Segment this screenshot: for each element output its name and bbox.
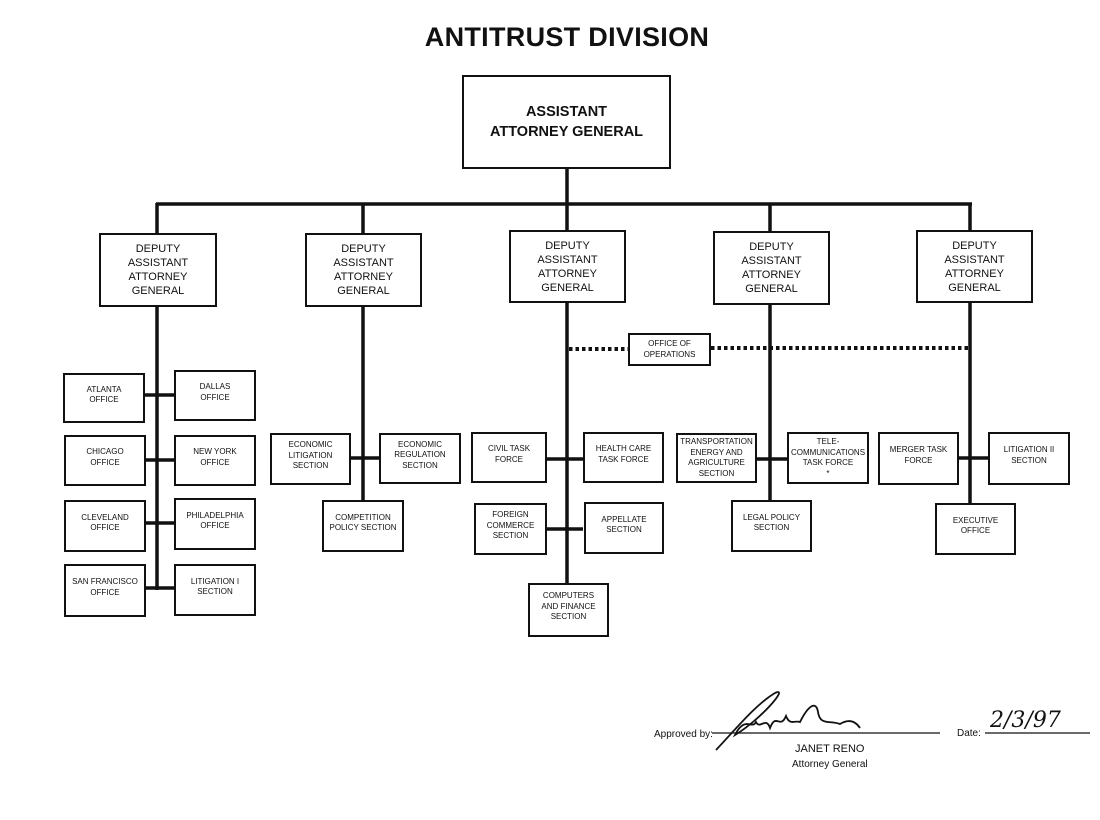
philadelphia-office-box: PHILADELPHIA OFFICE	[174, 498, 256, 550]
merger-task-force-box: MERGER TASK FORCE	[878, 432, 959, 485]
atlanta-office-box: ATLANTA OFFICE	[63, 373, 145, 423]
economic-regulation-section-box: ECONOMIC REGULATION SECTION	[379, 433, 461, 484]
signature	[715, 691, 861, 751]
health-care-task-force-box: HEALTH CARE TASK FORCE	[583, 432, 664, 483]
telecommunications-task-force-box: TELE- COMMUNICATIONS TASK FORCE *	[787, 432, 869, 484]
litigation-2-section-box: LITIGATION II SECTION	[988, 432, 1070, 485]
litigation-1-section-box: LITIGATION I SECTION	[174, 564, 256, 616]
deputy-box-5: DEPUTY ASSISTANT ATTORNEY GENERAL	[916, 230, 1033, 303]
deputy-box-3: DEPUTY ASSISTANT ATTORNEY GENERAL	[509, 230, 626, 303]
dallas-office-box: DALLAS OFFICE	[174, 370, 256, 421]
chart-title: ANTITRUST DIVISION	[424, 22, 710, 52]
deputy-box-1: DEPUTY ASSISTANT ATTORNEY GENERAL	[99, 233, 217, 307]
assistant-attorney-general-box: ASSISTANT ATTORNEY GENERAL	[462, 75, 671, 169]
date-label: Date:	[957, 728, 981, 739]
approved-by-label: Approved by:	[654, 729, 713, 740]
san-francisco-office-box: SAN FRANCISCO OFFICE	[64, 564, 146, 617]
foreign-commerce-section-box: FOREIGN COMMERCE SECTION	[474, 503, 547, 555]
office-of-operations-box: OFFICE OF OPERATIONS	[628, 333, 711, 366]
chicago-office-box: CHICAGO OFFICE	[64, 435, 146, 486]
approval-date: 2/3/97	[990, 708, 1061, 733]
economic-litigation-section-box: ECONOMIC LITIGATION SECTION	[270, 433, 351, 485]
approver-position: Attorney General	[792, 759, 868, 770]
transportation-energy-agriculture-section-box: TRANSPORTATION ENERGY AND AGRICULTURE SE…	[676, 433, 757, 483]
computers-and-finance-section-box: COMPUTERS AND FINANCE SECTION	[528, 583, 609, 637]
appellate-section-box: APPELLATE SECTION	[584, 502, 664, 554]
deputy-box-4: DEPUTY ASSISTANT ATTORNEY GENERAL	[713, 231, 830, 305]
deputy-box-2: DEPUTY ASSISTANT ATTORNEY GENERAL	[305, 233, 422, 307]
civil-task-force-box: CIVIL TASK FORCE	[471, 432, 547, 483]
executive-office-box: EXECUTIVE OFFICE	[935, 503, 1016, 555]
legal-policy-section-box: LEGAL POLICY SECTION	[731, 500, 812, 552]
new-york-office-box: NEW YORK OFFICE	[174, 435, 256, 486]
competition-policy-section-box: COMPETITION POLICY SECTION	[322, 500, 404, 552]
approver-name: JANET RENO	[795, 743, 865, 755]
cleveland-office-box: CLEVELAND OFFICE	[64, 500, 146, 552]
